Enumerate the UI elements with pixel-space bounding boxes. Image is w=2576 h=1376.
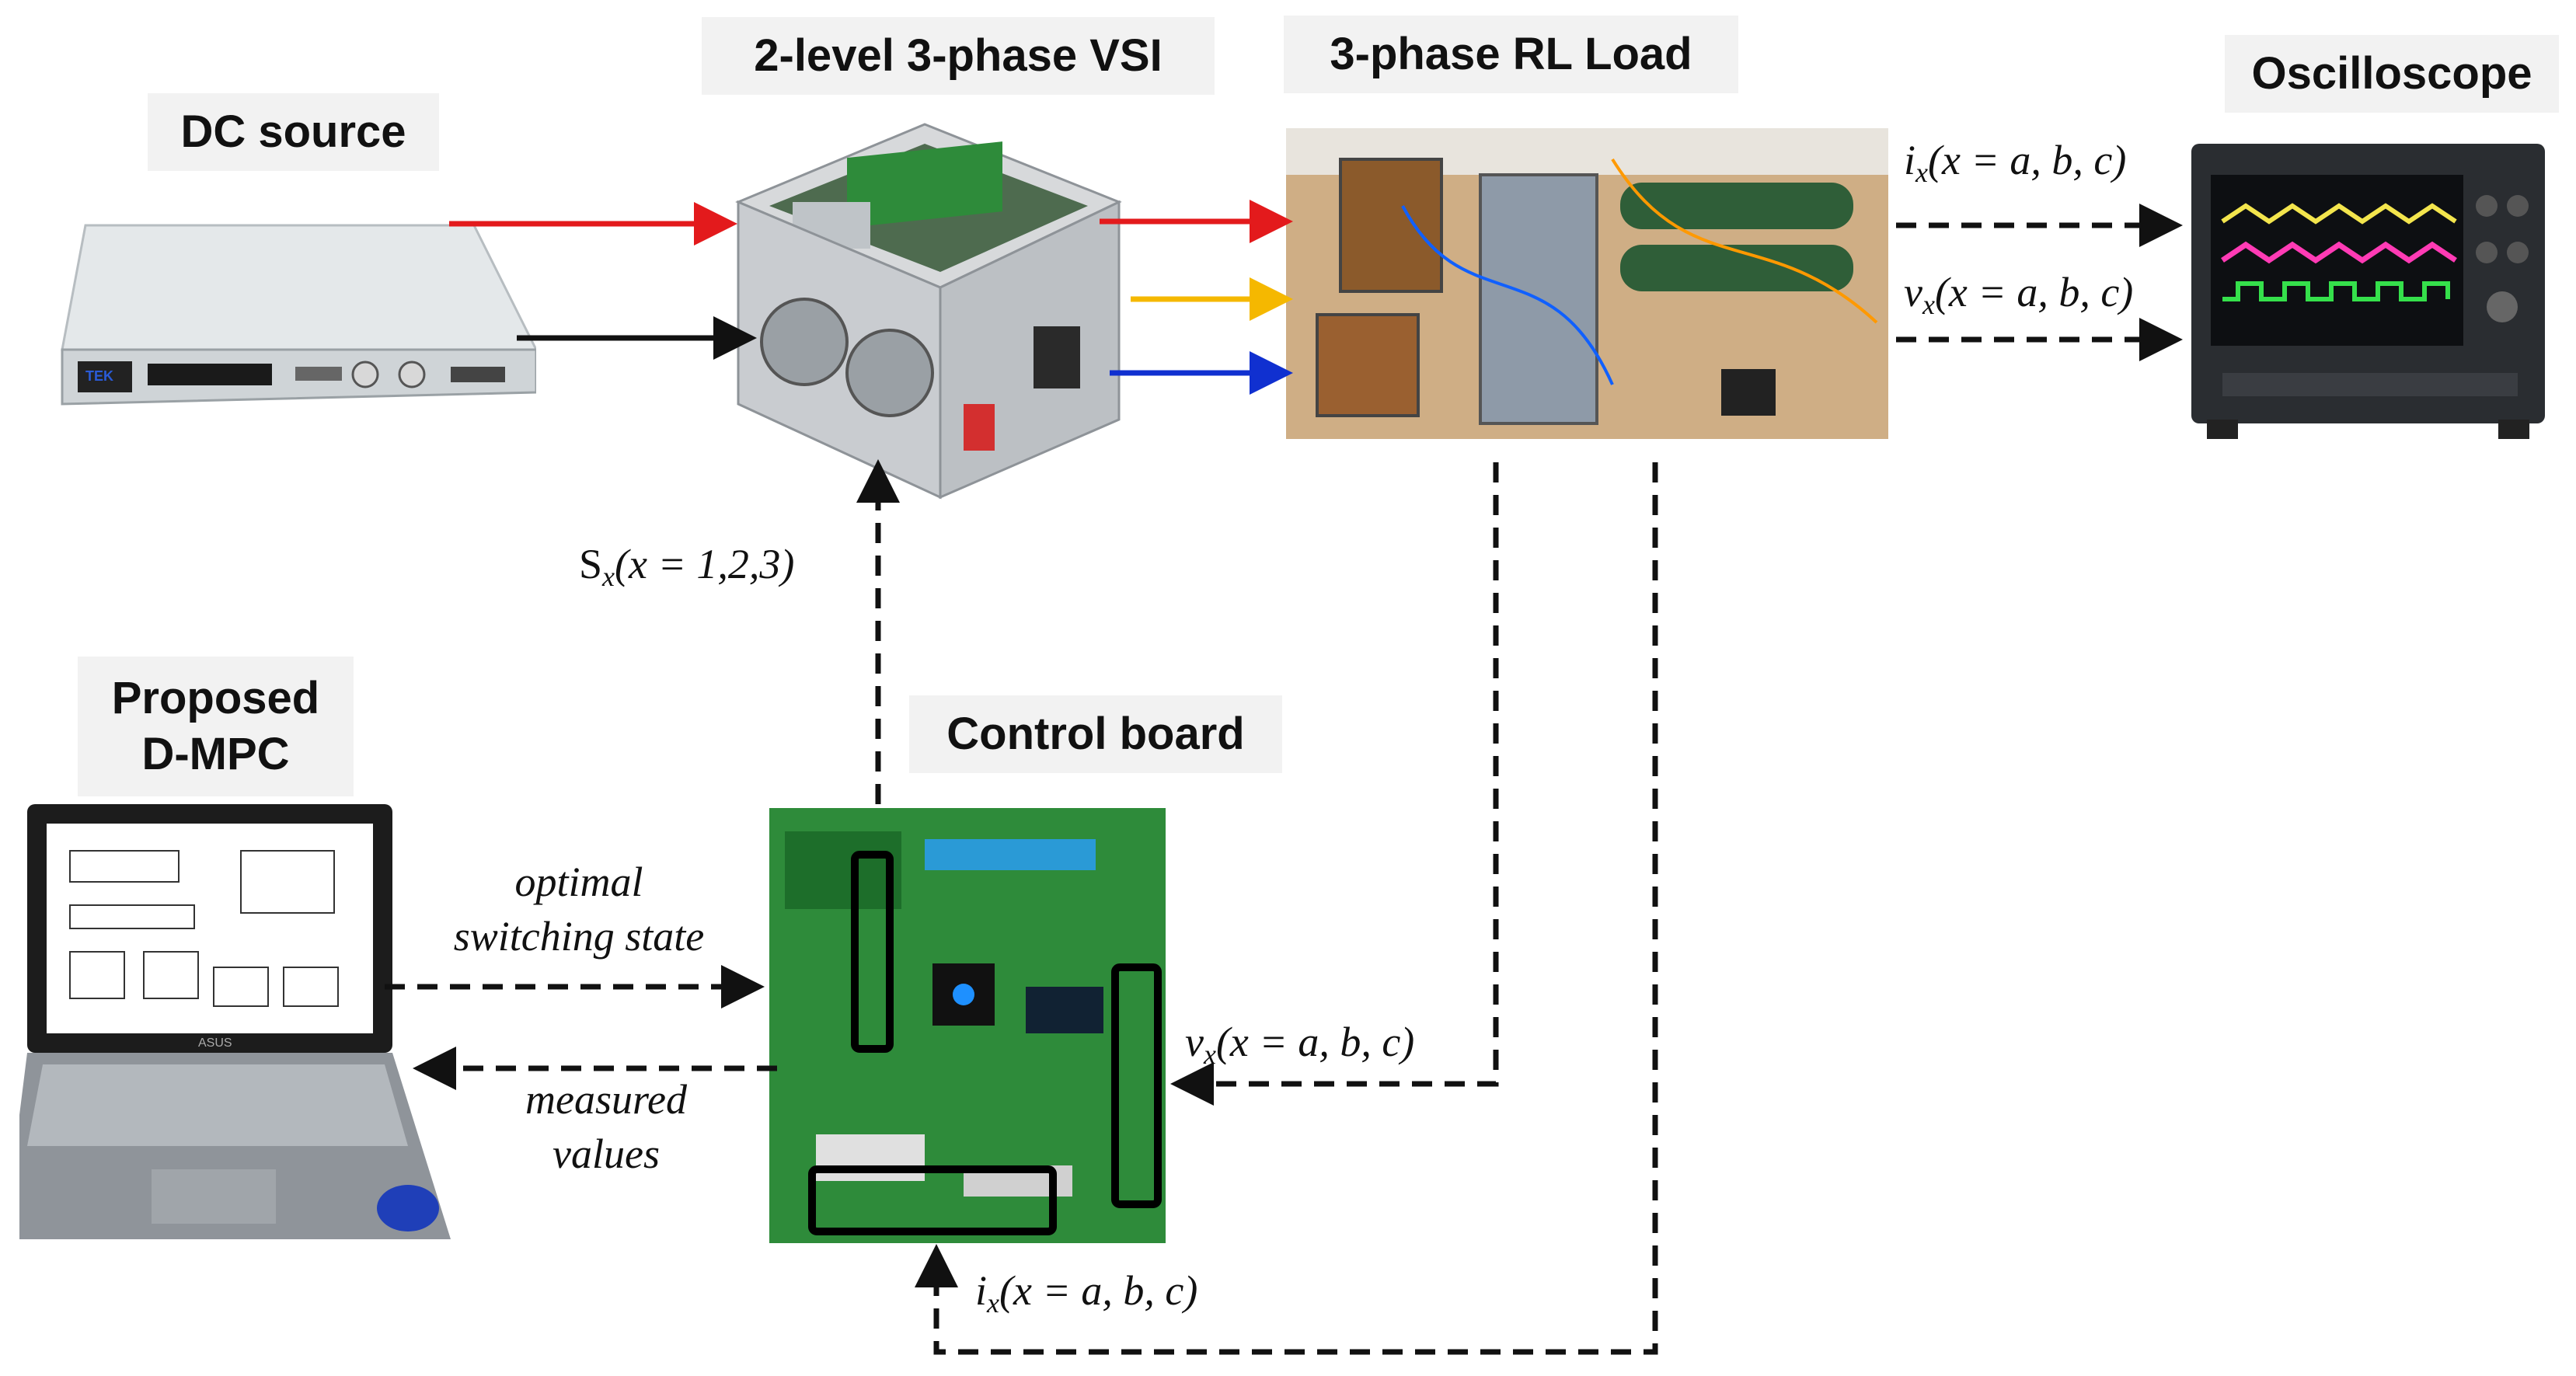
voltage-to-scope-arg: (x = a, b, c): [1934, 269, 2134, 315]
dmpc-title-line1: Proposed: [111, 672, 320, 723]
measured-values-line2: values: [552, 1130, 660, 1178]
current-feedback-label: ix(x = a, b, c): [975, 1266, 1197, 1319]
current-feedback-sub: x: [987, 1287, 999, 1319]
voltage-feedback-label: vx(x = a, b, c): [1185, 1018, 1414, 1071]
vsi-device: [735, 123, 1122, 500]
measured-values-line1: measured: [525, 1076, 687, 1123]
voltage-feedback-arg: (x = a, b, c): [1215, 1019, 1415, 1065]
current-feedback-arrow: [915, 462, 1658, 1355]
switching-signal-sub: x: [602, 561, 615, 592]
vsi-title: 2-level 3-phase VSI: [702, 17, 1215, 95]
current-feedback-arg: (x = a, b, c): [999, 1267, 1198, 1314]
oscilloscope-title: Oscilloscope: [2225, 35, 2559, 113]
current-to-scope-symbol: i: [1904, 137, 1916, 183]
dmpc-title-line2: D-MPC: [141, 729, 290, 779]
rl-load-device: [1286, 128, 1888, 439]
voltage-feedback-symbol: v: [1185, 1019, 1204, 1065]
laptop-device: ASUS: [19, 804, 451, 1239]
oscilloscope-device: [2191, 144, 2545, 439]
control-board-device: [769, 808, 1166, 1243]
switching-signal-label: Sx(x = 1,2,3): [579, 540, 794, 593]
dc-source-brand: TEK: [85, 368, 113, 384]
switching-signal-symbol: S: [579, 541, 603, 587]
voltage-to-scope-sub: x: [1922, 289, 1935, 320]
voltage-feedback-sub: x: [1203, 1039, 1216, 1070]
laptop-brand: ASUS: [198, 1036, 232, 1050]
current-to-scope-sub: x: [1915, 157, 1928, 188]
optimal-state-line2: switching state: [453, 913, 705, 960]
optimal-state-line1: optimal: [514, 859, 643, 905]
current-to-scope-label: ix(x = a, b, c): [1904, 136, 2126, 189]
dmpc-title: Proposed D-MPC: [78, 657, 354, 796]
current-feedback-symbol: i: [975, 1267, 988, 1314]
rl-load-title: 3-phase RL Load: [1284, 16, 1738, 93]
switching-signal-arg: (x = 1,2,3): [615, 541, 795, 587]
voltage-to-scope-label: vx(x = a, b, c): [1904, 268, 2133, 321]
measured-values-label: measured values: [466, 1072, 746, 1181]
voltage-feedback-arrow: [1170, 462, 1499, 1106]
optimal-state-label: optimal switching state: [408, 855, 750, 963]
current-to-scope-arg: (x = a, b, c): [1928, 137, 2127, 183]
dc-source-title: DC source: [148, 93, 439, 171]
dc-source-device: TEK: [61, 224, 536, 406]
voltage-to-scope-symbol: v: [1904, 269, 1922, 315]
control-board-title: Control board: [909, 695, 1282, 773]
